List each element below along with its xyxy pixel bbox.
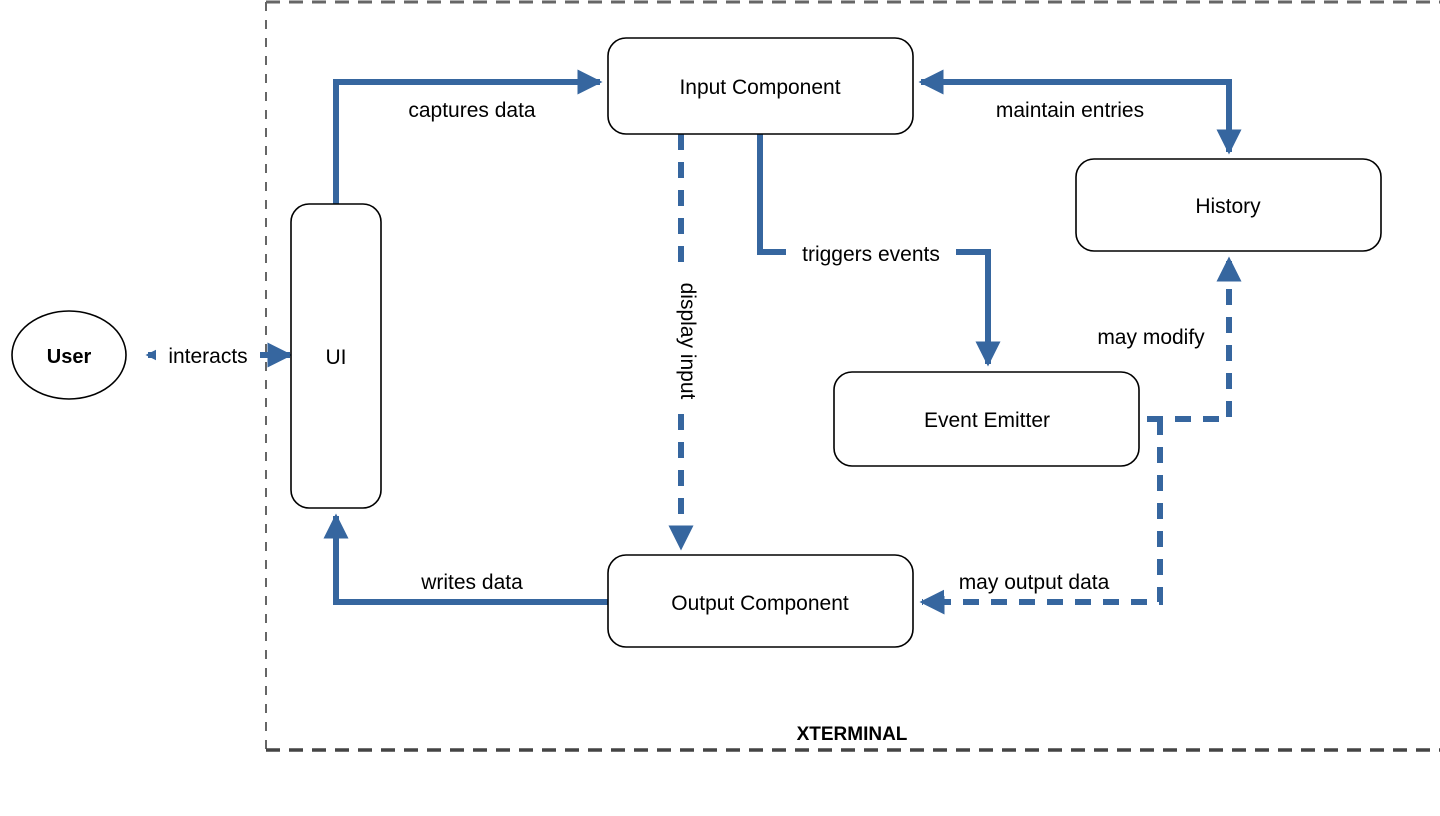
- node-label-ui: UI: [326, 346, 347, 369]
- display-input-label-backdrop: [666, 272, 696, 410]
- node-label-output-component: Output Component: [671, 592, 849, 615]
- edge-label-interacts: interacts: [168, 345, 247, 368]
- maintain-entries-label-backdrop: [974, 94, 1168, 124]
- node-output-component[interactable]: Output Component: [607, 554, 914, 648]
- edge-captures-data: captures data: [333, 69, 603, 204]
- input-component-box[interactable]: [607, 37, 914, 135]
- writes-data-arrow-line: [323, 513, 608, 605]
- edge-label-display-input: display input: [676, 283, 699, 400]
- edge-triggers-events: triggers events: [757, 134, 1001, 367]
- captures-data-arrow-line: [333, 69, 603, 204]
- edge-may-output-data: may output data: [919, 419, 1163, 615]
- edge-maintain-entries: maintain entries: [918, 69, 1242, 155]
- node-label-event-emitter: Event Emitter: [924, 409, 1050, 432]
- may-output-data-label-backdrop: [944, 566, 1130, 596]
- interacts-label-backdrop: [156, 340, 260, 370]
- node-label-user: User: [47, 346, 92, 368]
- boundary-title: XTERMINAL: [797, 724, 908, 745]
- writes-data-label-backdrop: [400, 566, 546, 596]
- user-ellipse[interactable]: [11, 310, 127, 400]
- edge-interacts: interacts: [145, 340, 293, 370]
- may-output-data-arrow-line: [919, 419, 1163, 615]
- node-ui[interactable]: UI: [290, 203, 382, 509]
- node-event-emitter[interactable]: Event Emitter: [833, 371, 1140, 467]
- ui-box[interactable]: [290, 203, 382, 509]
- captures-data-label-backdrop: [388, 94, 556, 124]
- output-component-box[interactable]: [607, 554, 914, 648]
- edge-label-writes-data: writes data: [420, 571, 523, 594]
- edge-display-input: display input: [666, 134, 699, 551]
- edge-writes-data: writes data: [323, 513, 608, 605]
- edge-label-captures-data: captures data: [408, 99, 536, 122]
- may-modify-label-backdrop: [1080, 321, 1222, 351]
- event-emitter-box[interactable]: [833, 371, 1140, 467]
- history-box[interactable]: [1075, 158, 1382, 252]
- edge-may-modify: may modify: [1080, 256, 1242, 422]
- maintain-entries-arrow-line: [918, 69, 1242, 155]
- xterminal-boundary: [265, 0, 1440, 752]
- edge-label-may-output-data: may output data: [959, 571, 1110, 594]
- node-label-input-component: Input Component: [679, 76, 840, 99]
- triggers-events-label-backdrop: [786, 238, 956, 268]
- node-history[interactable]: History: [1075, 158, 1382, 252]
- edge-label-may-modify: may modify: [1097, 326, 1205, 349]
- node-label-history: History: [1195, 195, 1261, 218]
- node-input-component[interactable]: Input Component: [607, 37, 914, 135]
- edge-label-triggers-events: triggers events: [802, 243, 940, 266]
- edge-label-maintain-entries: maintain entries: [996, 99, 1144, 122]
- node-user[interactable]: User: [11, 310, 127, 400]
